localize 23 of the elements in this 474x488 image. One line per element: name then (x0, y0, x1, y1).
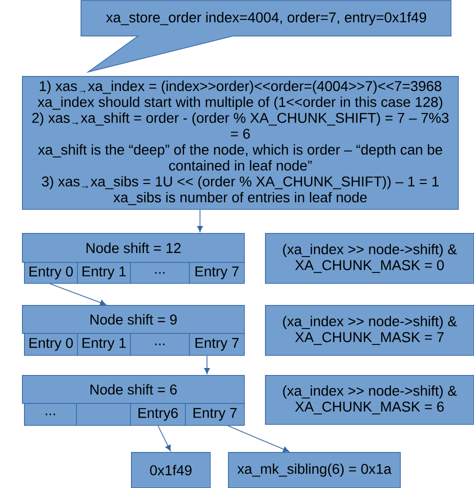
entry-cell: Entry 7 (185, 403, 245, 426)
formula-box: (xa_index >> node->shift) & XA_CHUNK_MASK = 6 (265, 375, 474, 425)
entry-cell: Entry 1 (77, 333, 131, 356)
entry-cell: ... (130, 333, 190, 356)
text-box: 1) xas$_{→}$xa_index = (index>>order)<<order=(4004>>7)<<7=3968 xa_index should start with multiple of (1<<order in this case 128) 2) xas$_{→}$xa_shift = order - (order % XA_CHUNK_SHIFT) = 7 – 7%3 = 6 xa_shift is the “deep” of the node, which is order – “depth can be contained in leaf node” 3) xas$_{→}$xa_sibs = 1U << (order % XA_CHUNK_SHIFT)) – 1 = 1 xa_sibs is number of entries in leaf node (22, 76, 459, 210)
arrow (204, 355, 210, 374)
entry-cell: Entry 0 (24, 262, 78, 284)
entry-cell: ... (130, 262, 190, 284)
formula-box: (xa_index >> node->shift) & XA_CHUNK_MASK = 0 (265, 233, 474, 284)
value-box: xa_mk_sibling(6) = 0x1a (228, 452, 401, 488)
arrow (197, 209, 203, 232)
arrow (158, 425, 171, 452)
entry-cell: Entry 0 (24, 333, 78, 356)
entry-cell: Entry6 (130, 403, 186, 426)
entry-cell: Entry 1 (77, 262, 131, 284)
entry-cell: Entry 7 (189, 262, 245, 284)
value-box: 0x1f49 (131, 452, 211, 488)
callout-box: xa_store_order index=4004, order=7, entry=0x1f49 (80, 0, 452, 73)
arrow (228, 425, 290, 452)
formula-box: (xa_index >> node->shift) & XA_CHUNK_MASK = 7 (265, 305, 474, 356)
arrow (50, 283, 106, 306)
entry-cell: Entry 7 (189, 333, 245, 356)
entry-cell: ... (24, 403, 77, 426)
